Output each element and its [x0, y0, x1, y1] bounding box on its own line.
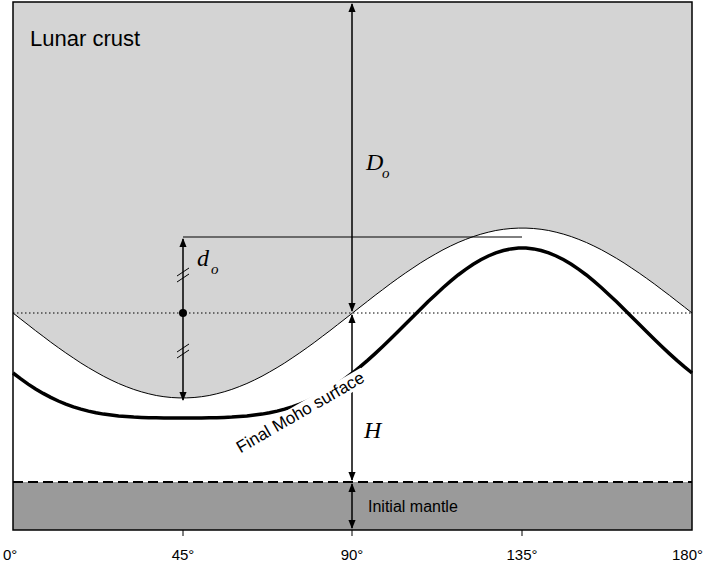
axis-label: 45°	[172, 547, 195, 562]
axis-label: 90°	[341, 547, 364, 562]
mantle-fill	[13, 482, 692, 530]
dimension-symbol: H	[364, 418, 381, 442]
dimension-symbol: D	[366, 150, 383, 174]
axis-label: 135°	[506, 547, 537, 562]
initial-mantle-line	[13, 481, 692, 483]
mantle-arrow	[351, 484, 353, 528]
frame	[13, 2, 692, 530]
break-ticks	[177, 268, 189, 358]
background	[13, 2, 692, 530]
region-label: Initial mantle	[368, 499, 458, 515]
axis-ticks	[183, 530, 522, 536]
do-arrow	[351, 4, 353, 311]
region-label: Lunar crust	[30, 28, 140, 50]
dimension-subscript: o	[382, 166, 390, 181]
center-dot	[179, 309, 187, 317]
h-arrow	[351, 315, 353, 480]
dimension-subscript: o	[211, 262, 219, 277]
reference-line	[13, 313, 692, 314]
axis-label: 0°	[3, 547, 17, 562]
dimension-symbol: d	[197, 246, 209, 270]
d-arrow	[182, 239, 184, 400]
axis-label: 180°	[672, 547, 703, 562]
